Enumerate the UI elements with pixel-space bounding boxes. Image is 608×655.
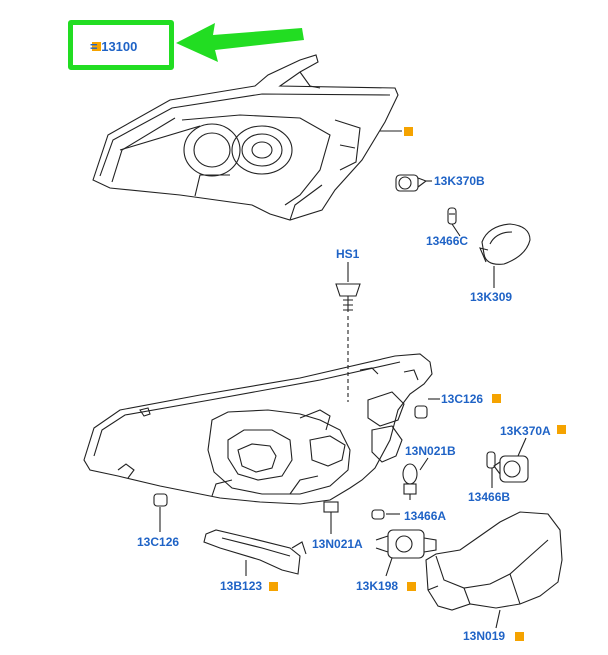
part-label-13N021B[interactable]: 13N021B: [405, 444, 456, 458]
upper-headlamp-drawing: [92, 54, 399, 221]
leader-line: [419, 457, 429, 471]
green-arrow: [176, 23, 304, 62]
lower-headlamp-drawing: [83, 353, 433, 505]
bulb-13N021A-drawing: [323, 501, 339, 522]
part-label-HS1[interactable]: HS1: [336, 247, 360, 261]
bulb-holder-13K370B-drawing: [395, 174, 428, 192]
part-label-13K309[interactable]: 13K309: [470, 290, 513, 304]
marker-square: [404, 127, 413, 136]
marker-square: [492, 394, 501, 403]
bulb-13K198-drawing: [375, 529, 437, 559]
legend-text: = 13100: [90, 39, 137, 54]
part-label-13B123[interactable]: 13B123: [220, 579, 263, 593]
leader-line: [451, 223, 461, 237]
marker-square: [515, 632, 524, 641]
part-label-13N021A[interactable]: 13N021A: [312, 537, 363, 551]
leader-line: [517, 437, 527, 457]
marker-square: [557, 425, 566, 434]
bulb-13466B-drawing: [486, 451, 496, 469]
marker-square: [269, 582, 278, 591]
part-label-13466C[interactable]: 13466C: [426, 234, 469, 248]
bulb-13466C-drawing: [447, 207, 457, 225]
part-label-13C126-left[interactable]: 13C126: [137, 535, 180, 549]
leader-line: [495, 609, 501, 629]
legend-frame: [68, 20, 174, 70]
part-label-13K370B[interactable]: 13K370B: [434, 174, 485, 188]
bulb-13N021B-drawing: [402, 463, 418, 500]
marker-square: [407, 582, 416, 591]
legend-marker-square: [92, 42, 101, 51]
part-label-13N019[interactable]: 13N019: [463, 629, 506, 643]
grommet-13C126-left-drawing: [153, 493, 168, 507]
cover-13N019-drawing: [425, 511, 563, 611]
part-label-13C126-right[interactable]: 13C126: [441, 392, 484, 406]
bracket-13B123-drawing: [203, 529, 307, 575]
leader-line: [385, 557, 393, 577]
part-label-13K370A[interactable]: 13K370A: [500, 424, 551, 438]
side-lamp-13K309-drawing: [479, 223, 531, 265]
screw-HS1-drawing: [335, 283, 361, 312]
socket-13K370A-drawing: [493, 455, 529, 483]
part-label-13466B[interactable]: 13466B: [468, 490, 511, 504]
legend-separator: =: [90, 39, 98, 54]
part-label-13466A[interactable]: 13466A: [404, 509, 447, 523]
grommet-13C126-right-drawing: [414, 405, 428, 419]
legend-code: 13100: [101, 39, 138, 54]
part-label-13K198[interactable]: 13K198: [356, 579, 399, 593]
bulb-13466A-drawing: [371, 509, 385, 520]
